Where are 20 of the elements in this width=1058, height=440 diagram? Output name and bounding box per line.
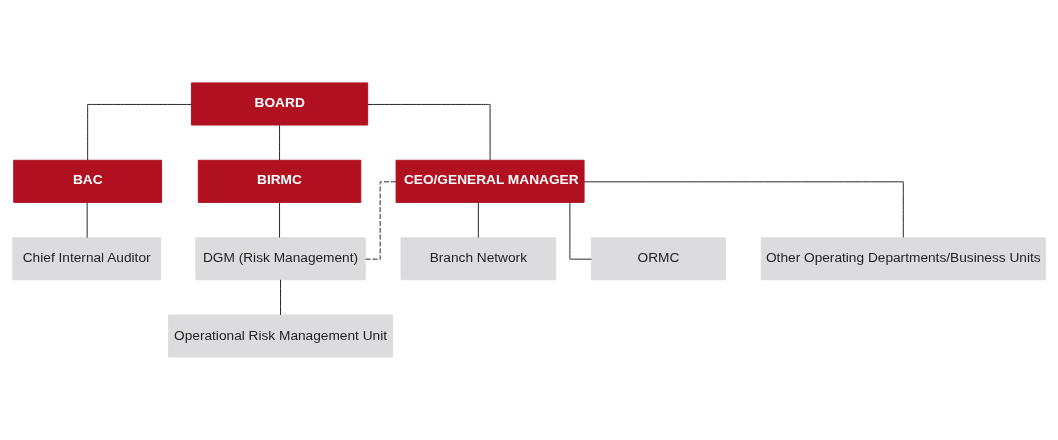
connector	[477, 201, 479, 239]
connector	[280, 279, 282, 316]
node-box: BIRMC	[197, 159, 362, 203]
node-box: DGM (Risk Management)	[195, 237, 366, 281]
node-box: BAC	[13, 159, 163, 203]
connector	[279, 201, 281, 239]
connector	[583, 181, 904, 238]
connector	[367, 103, 491, 161]
connector	[365, 181, 397, 260]
node-box: Chief Internal Auditor	[12, 237, 162, 281]
connector	[569, 202, 592, 260]
node-box: BOARD	[190, 82, 369, 126]
connector	[279, 124, 281, 161]
node-box: ORMC	[590, 237, 727, 281]
node-box: Other Operating Departments/Business Units	[760, 237, 1046, 281]
connector	[87, 103, 192, 161]
connector	[86, 201, 88, 239]
node-box: Branch Network	[400, 237, 557, 281]
node-box: Operational Risk Management Unit	[167, 314, 394, 358]
node-box: CEO/GENERAL MANAGER	[395, 159, 585, 203]
